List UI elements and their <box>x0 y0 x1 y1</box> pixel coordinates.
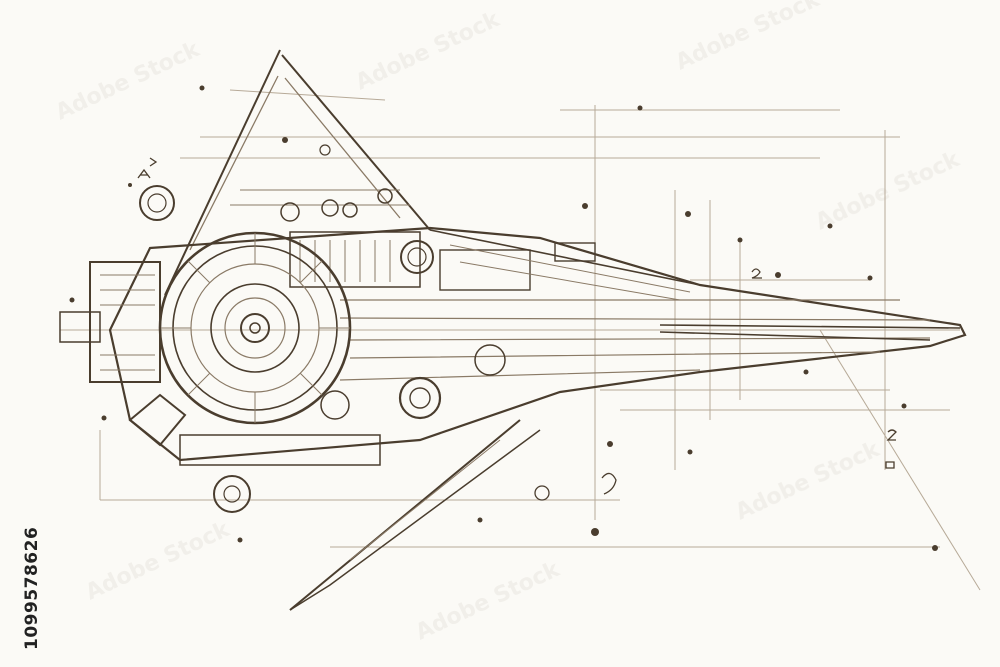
main-hull <box>108 226 967 462</box>
svg-text:Adobe Stock: Adobe Stock <box>352 7 505 96</box>
svg-text:Adobe Stock: Adobe Stock <box>412 557 565 646</box>
watermark-tiles: Adobe Stock Adobe Stock Adobe Stock Adob… <box>52 0 965 645</box>
engine-block <box>59 185 187 447</box>
svg-text:Adobe Stock: Adobe Stock <box>52 37 205 126</box>
sketch-scribbles <box>137 157 897 495</box>
construction-lines <box>60 89 981 591</box>
watermark-id: 1099578626 <box>22 526 42 650</box>
svg-text:Adobe Stock: Adobe Stock <box>82 517 235 606</box>
rotary-disc <box>158 231 352 425</box>
svg-text:Adobe Stock: Adobe Stock <box>732 437 885 526</box>
svg-text:Adobe Stock: Adobe Stock <box>672 0 825 75</box>
svg-text:Adobe Stock: Adobe Stock <box>812 147 965 236</box>
lower-wing <box>179 344 541 611</box>
upper-fin <box>164 49 431 296</box>
annotation-dots <box>69 85 938 551</box>
